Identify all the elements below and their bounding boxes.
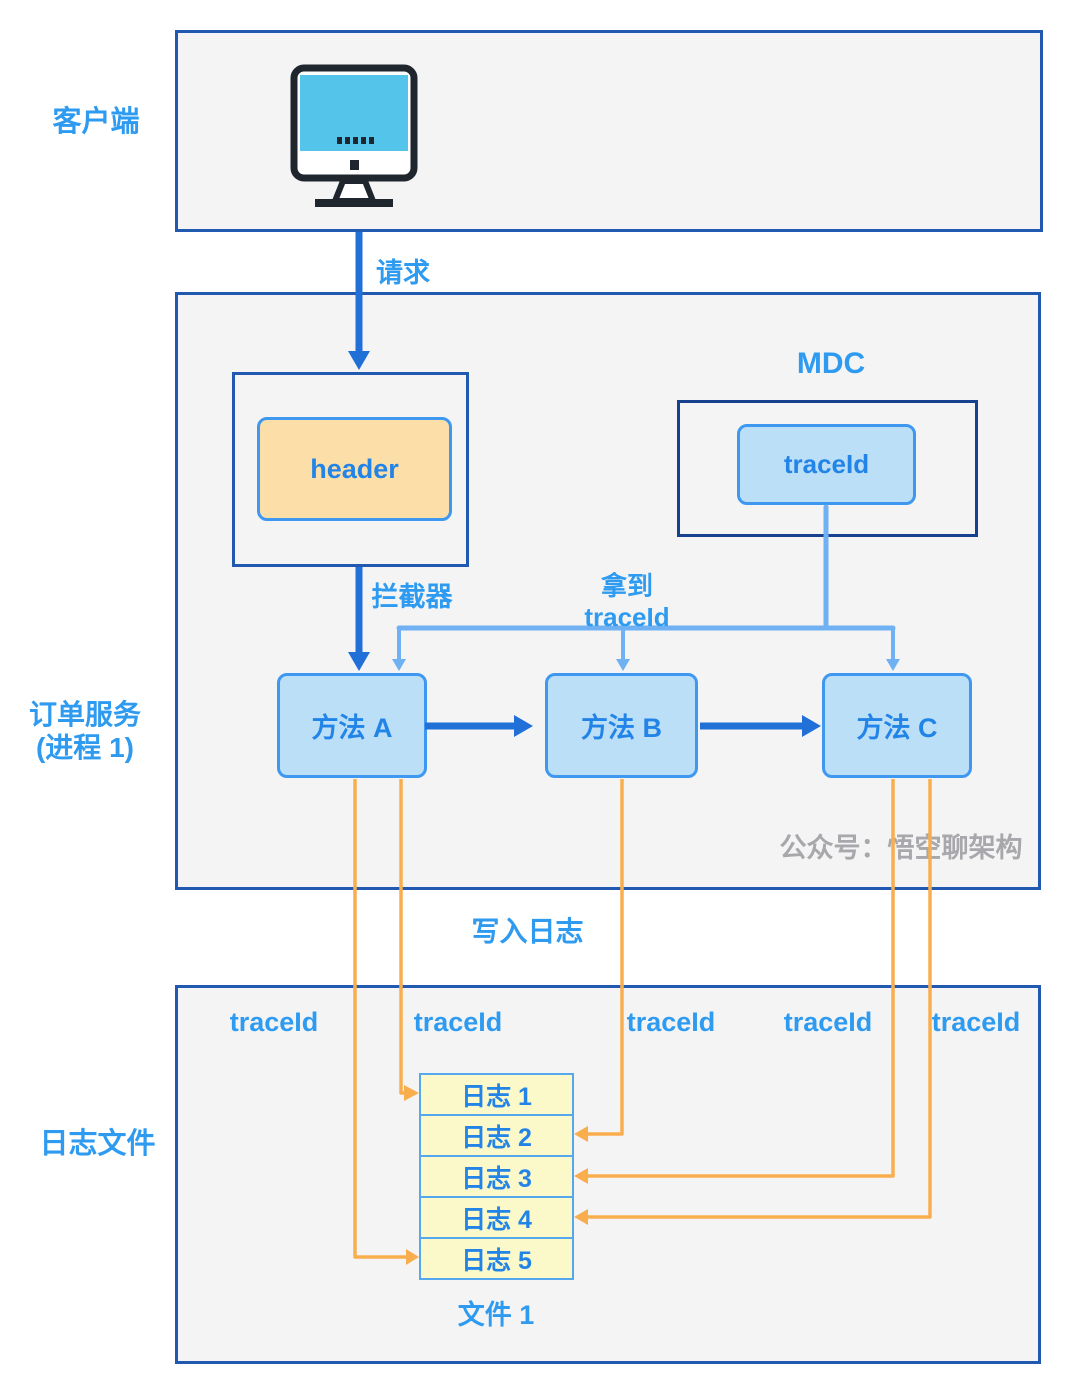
log-row-1: 日志 1 [419, 1073, 574, 1116]
get-traceid-label-line1: 拿到 [600, 571, 653, 601]
log-entries-stack: 日志 1 日志 2 日志 3 日志 4 日志 5 [419, 1073, 574, 1280]
log-row-3: 日志 3 [419, 1155, 574, 1198]
log-file-box [175, 985, 1041, 1364]
file-label: 文件 1 [457, 1300, 535, 1330]
log-row-4: 日志 4 [419, 1196, 574, 1239]
header-node: header [257, 417, 452, 521]
method-b-node: 方法 B [545, 673, 698, 778]
get-traceid-label-line2: traceId [584, 601, 670, 632]
screen-dots [337, 137, 374, 144]
log-row-5: 日志 5 [419, 1237, 574, 1280]
traceid-label-3: traceId [626, 1007, 716, 1037]
method-c-node: 方法 C [822, 673, 972, 778]
monitor-chin-button [350, 160, 359, 170]
traceid-label-5: traceId [931, 1007, 1021, 1037]
method-a-node: 方法 A [277, 673, 427, 778]
mdc-label: MDC [796, 347, 866, 380]
traceid-node: traceId [737, 424, 916, 505]
monitor-base [315, 199, 393, 207]
traceid-label-2: traceId [413, 1007, 503, 1037]
desktop-computer-icon [290, 64, 418, 207]
request-label: 请求 [376, 258, 430, 288]
write-log-label: 写入日志 [471, 916, 584, 947]
interceptor-label: 拦截器 [371, 582, 453, 612]
get-traceid-label: 拿到 traceId [577, 571, 677, 632]
monitor-stand [330, 178, 378, 204]
order-service-label: 订单服务 (进程 1) [10, 698, 160, 764]
order-service-label-line2: (进程 1) [35, 732, 134, 764]
watermark-text: 公众号：悟空聊架构 [779, 833, 1023, 863]
log-file-label: 日志文件 [39, 1128, 156, 1160]
order-service-label-line1: 订单服务 [28, 699, 141, 730]
traceid-label-4: traceId [783, 1007, 873, 1037]
traceid-label-1: traceId [229, 1007, 319, 1037]
log-row-2: 日志 2 [419, 1114, 574, 1157]
interceptor-outer-box [232, 372, 469, 567]
client-label: 客户端 [52, 106, 140, 138]
